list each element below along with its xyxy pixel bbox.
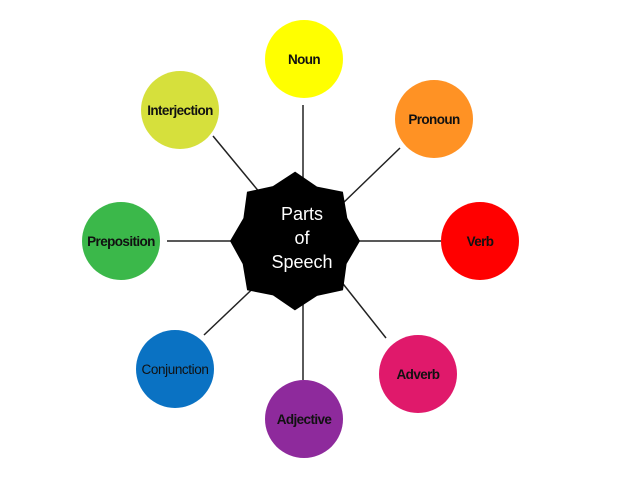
connector-pronoun (340, 147, 401, 206)
center-title-line-1: Parts (281, 204, 323, 224)
node-adjective-label: Adjective (277, 412, 333, 427)
node-adverb: Adverb (379, 335, 457, 413)
node-pronoun-circle (395, 80, 473, 158)
node-adverb-circle (379, 335, 457, 413)
node-interjection-label: Interjection (147, 103, 213, 118)
node-conjunction-circle (136, 330, 214, 408)
node-preposition-label: Preposition (87, 234, 155, 249)
node-interjection-circle (141, 71, 219, 149)
node-verb-label: Verb (467, 234, 494, 249)
center-star: Parts of Speech (230, 171, 360, 311)
node-verb: Verb (441, 202, 519, 280)
node-noun: Noun (265, 20, 343, 98)
node-noun-circle (265, 20, 343, 98)
node-adverb-label: Adverb (397, 367, 440, 382)
node-verb-circle (441, 202, 519, 280)
node-preposition-circle (82, 202, 160, 280)
center-title-line-3: Speech (271, 252, 332, 272)
center-star-shape (230, 171, 360, 311)
center-title-line-2: of (294, 228, 310, 248)
connector-adverb (339, 279, 387, 339)
node-pronoun: Pronoun (395, 80, 473, 158)
node-preposition: Preposition (82, 202, 160, 280)
node-conjunction-label: Conjunction (142, 362, 209, 377)
node-pronoun-label: Pronoun (408, 112, 460, 127)
node-noun-label: Noun (288, 52, 320, 67)
connector-lines (167, 105, 441, 380)
node-interjection: Interjection (141, 71, 219, 149)
node-adjective: Adjective (265, 380, 343, 458)
node-adjective-circle (265, 380, 343, 458)
node-conjunction: Conjunction (136, 330, 214, 408)
